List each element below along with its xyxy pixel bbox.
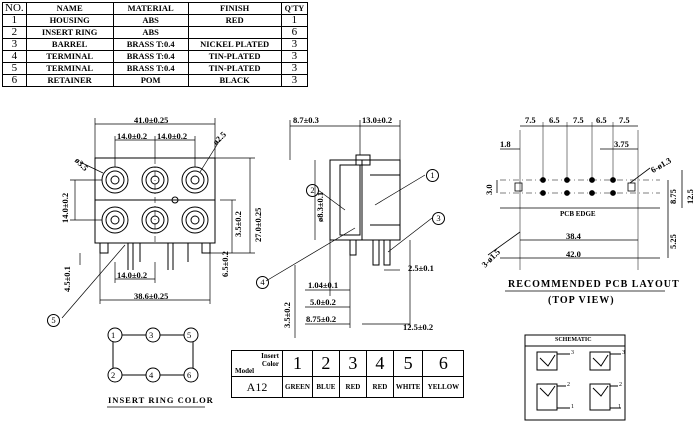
ring-pos-6: 6	[187, 370, 192, 380]
dim-bottom-width: 38.6±0.25	[134, 291, 169, 301]
dim-side-top-right: 13.0±0.2	[362, 115, 393, 125]
pcb-dim-left-vertical: 3.0	[484, 184, 494, 195]
pcb-title-2: (TOP VIEW)	[548, 295, 615, 306]
color-num: 4	[365, 350, 394, 377]
ring-pos-1: 1	[111, 330, 116, 340]
color-value: RED	[338, 376, 367, 398]
color-value: WHITE	[392, 376, 424, 398]
pcb-dim-top-1: 7.5	[525, 115, 536, 125]
dim-right-lower: 6.5±0.2	[220, 251, 230, 277]
dim-bottom-pitch: 14.0±0.2	[117, 270, 148, 280]
dim-side-right-pin: 2.5±0.1	[408, 263, 434, 273]
schematic-pin-right-2: 2	[619, 382, 622, 388]
side-view-dimensions	[265, 120, 433, 338]
dim-right-height: 27.0±0.25	[253, 207, 263, 242]
dim-left-height: 14.0±0.2	[60, 192, 70, 223]
bom-cell-qty: 3	[280, 74, 309, 87]
color-table: Insert Color Model 1 2 3 4 5 6 A12 GREEN…	[231, 350, 465, 398]
schematic-pin-left-2: 2	[567, 382, 570, 388]
bom-cell-finish: BLACK	[187, 74, 282, 87]
dim-right-small: 3.5±0.2	[233, 211, 243, 237]
color-num: 1	[282, 350, 313, 377]
color-num: 6	[422, 350, 465, 377]
bom-cell-material: POM	[112, 74, 189, 87]
color-value: BLUE	[311, 376, 340, 398]
schematic-pin-right-3: 3	[622, 350, 625, 356]
dim-side-d1: 1.04±0.1	[308, 280, 339, 290]
pcb-title-1: RECOMMENDED PCB LAYOUT	[508, 279, 680, 290]
callout-2: 2	[306, 184, 319, 197]
dim-pitch-left: 14.0±0.2	[117, 131, 148, 141]
callout-3: 3	[432, 212, 445, 225]
dim-side-left-vertical: 3.5±0.2	[282, 302, 292, 328]
insert-ring-grid	[107, 327, 205, 408]
callout-4: 4	[256, 276, 269, 289]
dim-side-d2: 5.0±0.2	[310, 297, 336, 307]
header-color: Color	[261, 360, 279, 368]
pcb-dim-right-v3: 5.25	[668, 234, 678, 249]
bom-header-row: NO. NAME MATERIAL FINISH Q'TY	[2, 2, 309, 15]
bom-row: 1 HOUSING ABS RED 1	[2, 14, 309, 27]
schematic-pin-right-1: 1	[618, 404, 621, 410]
dim-side-diameter: ø8.3±0.1	[315, 191, 325, 222]
pcb-dim-w1: 38.4	[566, 231, 581, 241]
front-view-dimensions	[61, 118, 255, 319]
front-view-housing	[94, 157, 216, 270]
pcb-dim-left: 1.8	[500, 139, 511, 149]
pcb-dim-top-4: 6.5	[596, 115, 607, 125]
pcb-edge-label: PCB EDGE	[560, 210, 596, 218]
ring-pos-2: 2	[111, 370, 116, 380]
dim-side-top-left: 8.7±0.3	[293, 115, 319, 125]
color-value: YELLOW	[422, 376, 465, 398]
pcb-dim-top-2: 6.5	[549, 115, 560, 125]
color-value: GREEN	[282, 376, 313, 398]
pcb-dim-w2: 42.0	[566, 249, 581, 259]
pcb-layout-lines	[487, 122, 683, 270]
pcb-dim-top-3: 7.5	[573, 115, 584, 125]
dim-overall-width: 41.0±0.25	[134, 115, 169, 125]
dim-side-d3: 8.75±0.2	[306, 314, 337, 324]
schematic-pin-left-3: 3	[571, 350, 574, 356]
callout-5: 5	[47, 314, 60, 327]
schematic-box	[524, 334, 626, 421]
pcb-dim-top-5: 7.5	[619, 115, 630, 125]
schematic-title: SCHEMATIC	[555, 337, 592, 343]
bom-row: 6 RETAINER POM BLACK 3	[2, 74, 309, 87]
color-num: 2	[311, 350, 340, 377]
dim-side-bottom-right: 12.5±0.2	[403, 322, 434, 332]
color-num: 3	[338, 350, 367, 377]
color-model: A12	[231, 376, 283, 398]
dim-left-bottom: 4.5±0.1	[62, 266, 72, 292]
schematic-pin-left-1: 1	[571, 404, 574, 410]
color-num: 5	[392, 350, 424, 377]
bom-row: 4 TERMINAL BRASS T:0.4 TIN-PLATED 3	[2, 50, 309, 63]
ring-pos-3: 3	[149, 330, 154, 340]
color-value: RED	[365, 376, 394, 398]
header-insert: Insert	[261, 352, 279, 360]
dim-pitch-right: 14.0±0.2	[157, 131, 188, 141]
pcb-dim-hole-right: 3.75	[614, 139, 629, 149]
ring-pos-4: 4	[149, 370, 154, 380]
callout-1: 1	[426, 169, 439, 182]
pcb-dim-right-v1: 8.75	[668, 189, 678, 204]
pcb-dim-right-v2: 12.5	[685, 189, 695, 204]
header-model: Model	[235, 367, 255, 375]
ring-pos-5: 5	[187, 330, 192, 340]
bom-cell-name: RETAINER	[25, 74, 114, 87]
color-table-header-cell: Insert Color Model	[231, 350, 283, 377]
side-view-body	[329, 154, 401, 266]
bom-row: 5 TERMINAL BRASS T:0.4 TIN-PLATED 3	[2, 62, 309, 75]
insert-ring-label: INSERT RING COLOR	[108, 395, 214, 405]
bom-cell-qty: 3	[280, 62, 309, 75]
bom-table: NO. NAME MATERIAL FINISH Q'TY 1 HOUSING …	[2, 2, 309, 87]
